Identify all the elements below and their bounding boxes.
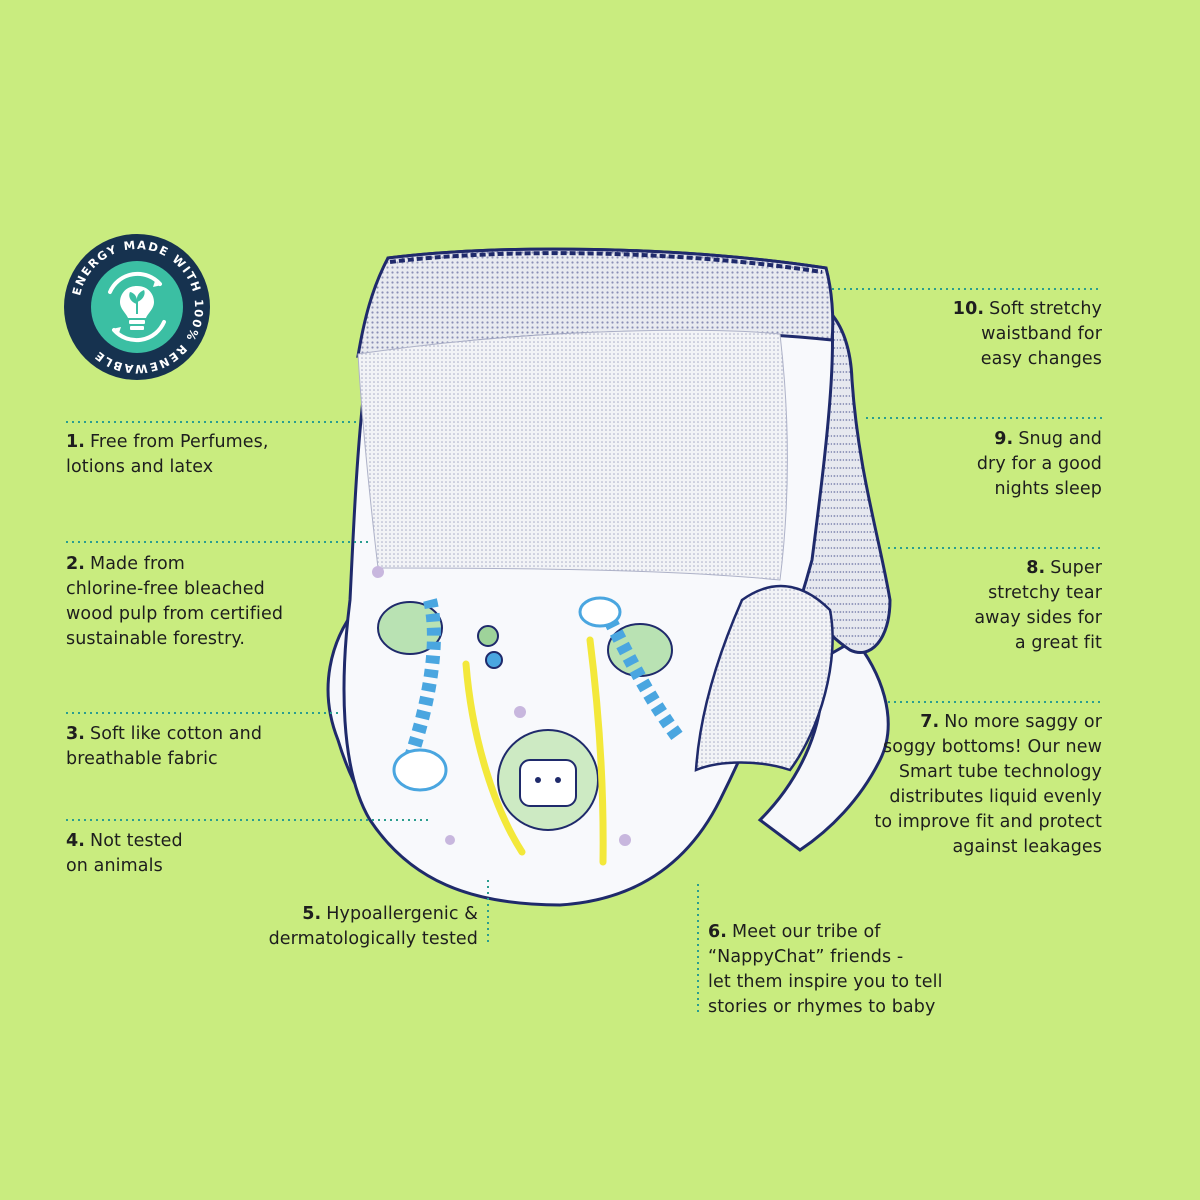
feature-9-number: 9.: [994, 429, 1014, 449]
feature-6-line-3: let them inspire you to tell: [708, 972, 943, 992]
giraffe-print-left: [377, 598, 448, 792]
front-mesh-panel: [357, 329, 788, 581]
feature-7-number: 7.: [920, 712, 940, 732]
feature-4-line-2: on animals: [66, 856, 163, 876]
feature-1-line-2: lotions and latex: [66, 457, 214, 477]
feature-8-line-3: away sides for: [974, 608, 1102, 628]
renewable-energy-badge: ENERGY MADE WITH 100% RENEWABLE: [64, 234, 210, 380]
feature-7-line-1: No more saggy or: [944, 712, 1102, 732]
feature-3-number: 3.: [66, 724, 86, 744]
feature-5-line-1: Hypoallergenic &: [326, 904, 478, 924]
feature-7-line-4: distributes liquid evenly: [889, 787, 1102, 807]
feature-7-line-3: Smart tube technology: [898, 762, 1102, 782]
feature-4-number: 4.: [66, 831, 86, 851]
feature-2-line-4: sustainable forestry.: [66, 629, 246, 649]
right-leg-cuff: [757, 638, 890, 852]
feature-4-line-1: Not tested: [90, 831, 183, 851]
lightbulb-leaf-icon: [108, 271, 166, 343]
feature-9-line-3: nights sleep: [994, 479, 1102, 499]
feature-6-line-2: “NappyChat” friends -: [708, 947, 904, 967]
feature-5: 5.Hypoallergenic & dermatologically test…: [232, 902, 478, 952]
feature-10-number: 10.: [952, 299, 985, 319]
inner-leg-panel: [694, 584, 834, 772]
leader-lines: [66, 288, 1102, 1016]
feature-1-number: 1.: [66, 432, 86, 452]
smart-tube-right: [586, 636, 607, 866]
paw-prints: [372, 566, 631, 846]
lion-print: [497, 729, 599, 831]
giraffe-print-right: [578, 596, 686, 745]
feature-9: 9.Snug and dry for a good nights sleep: [900, 427, 1102, 502]
feature-9-line-1: Snug and: [1018, 429, 1102, 449]
feature-2-line-1: Made from: [90, 554, 185, 574]
feature-2: 2.Made from chlorine-free bleached wood …: [66, 552, 283, 652]
feature-2-line-2: chlorine-free bleached: [66, 579, 265, 599]
feature-4: 4.Not tested on animals: [66, 829, 183, 879]
feature-3-line-2: breathable fabric: [66, 749, 218, 769]
feature-6-number: 6.: [708, 922, 728, 942]
feature-1-line-1: Free from Perfumes,: [90, 432, 269, 452]
feature-8-line-1: Super: [1050, 558, 1102, 578]
feature-3: 3.Soft like cotton and breathable fabric: [66, 722, 262, 772]
feature-2-line-3: wood pulp from certified: [66, 604, 284, 624]
feature-9-line-2: dry for a good: [976, 454, 1102, 474]
butterfly-print: [477, 625, 503, 669]
feature-7-line-6: against leakages: [952, 837, 1102, 857]
feature-6: 6.Meet our tribe of “NappyChat” friends …: [708, 920, 943, 1020]
feature-8: 8.Super stretchy tear away sides for a g…: [900, 556, 1102, 656]
feature-8-line-4: a great fit: [1014, 633, 1102, 653]
feature-8-number: 8.: [1026, 558, 1046, 578]
feature-10-line-2: waistband for: [981, 324, 1102, 344]
feature-6-line-4: stories or rhymes to baby: [708, 997, 936, 1017]
feature-10-line-1: Soft stretchy: [989, 299, 1102, 319]
feature-7-line-5: to improve fit and protect: [874, 812, 1102, 832]
feature-8-line-2: stretchy tear: [988, 583, 1102, 603]
feature-10-line-3: easy changes: [980, 349, 1102, 369]
feature-2-number: 2.: [66, 554, 86, 574]
feature-5-line-2: dermatologically tested: [268, 929, 478, 949]
feature-5-number: 5.: [302, 904, 322, 924]
feature-7-line-2: soggy bottoms! Our new: [883, 737, 1102, 757]
feature-3-line-1: Soft like cotton and: [90, 724, 263, 744]
feature-6-line-1: Meet our tribe of: [732, 922, 881, 942]
feature-7: 7.No more saggy or soggy bottoms! Our ne…: [830, 710, 1102, 860]
smart-tube-left: [462, 660, 526, 856]
feature-10: 10.Soft stretchy waistband for easy chan…: [880, 297, 1102, 372]
feature-1: 1.Free from Perfumes, lotions and latex: [66, 430, 269, 480]
